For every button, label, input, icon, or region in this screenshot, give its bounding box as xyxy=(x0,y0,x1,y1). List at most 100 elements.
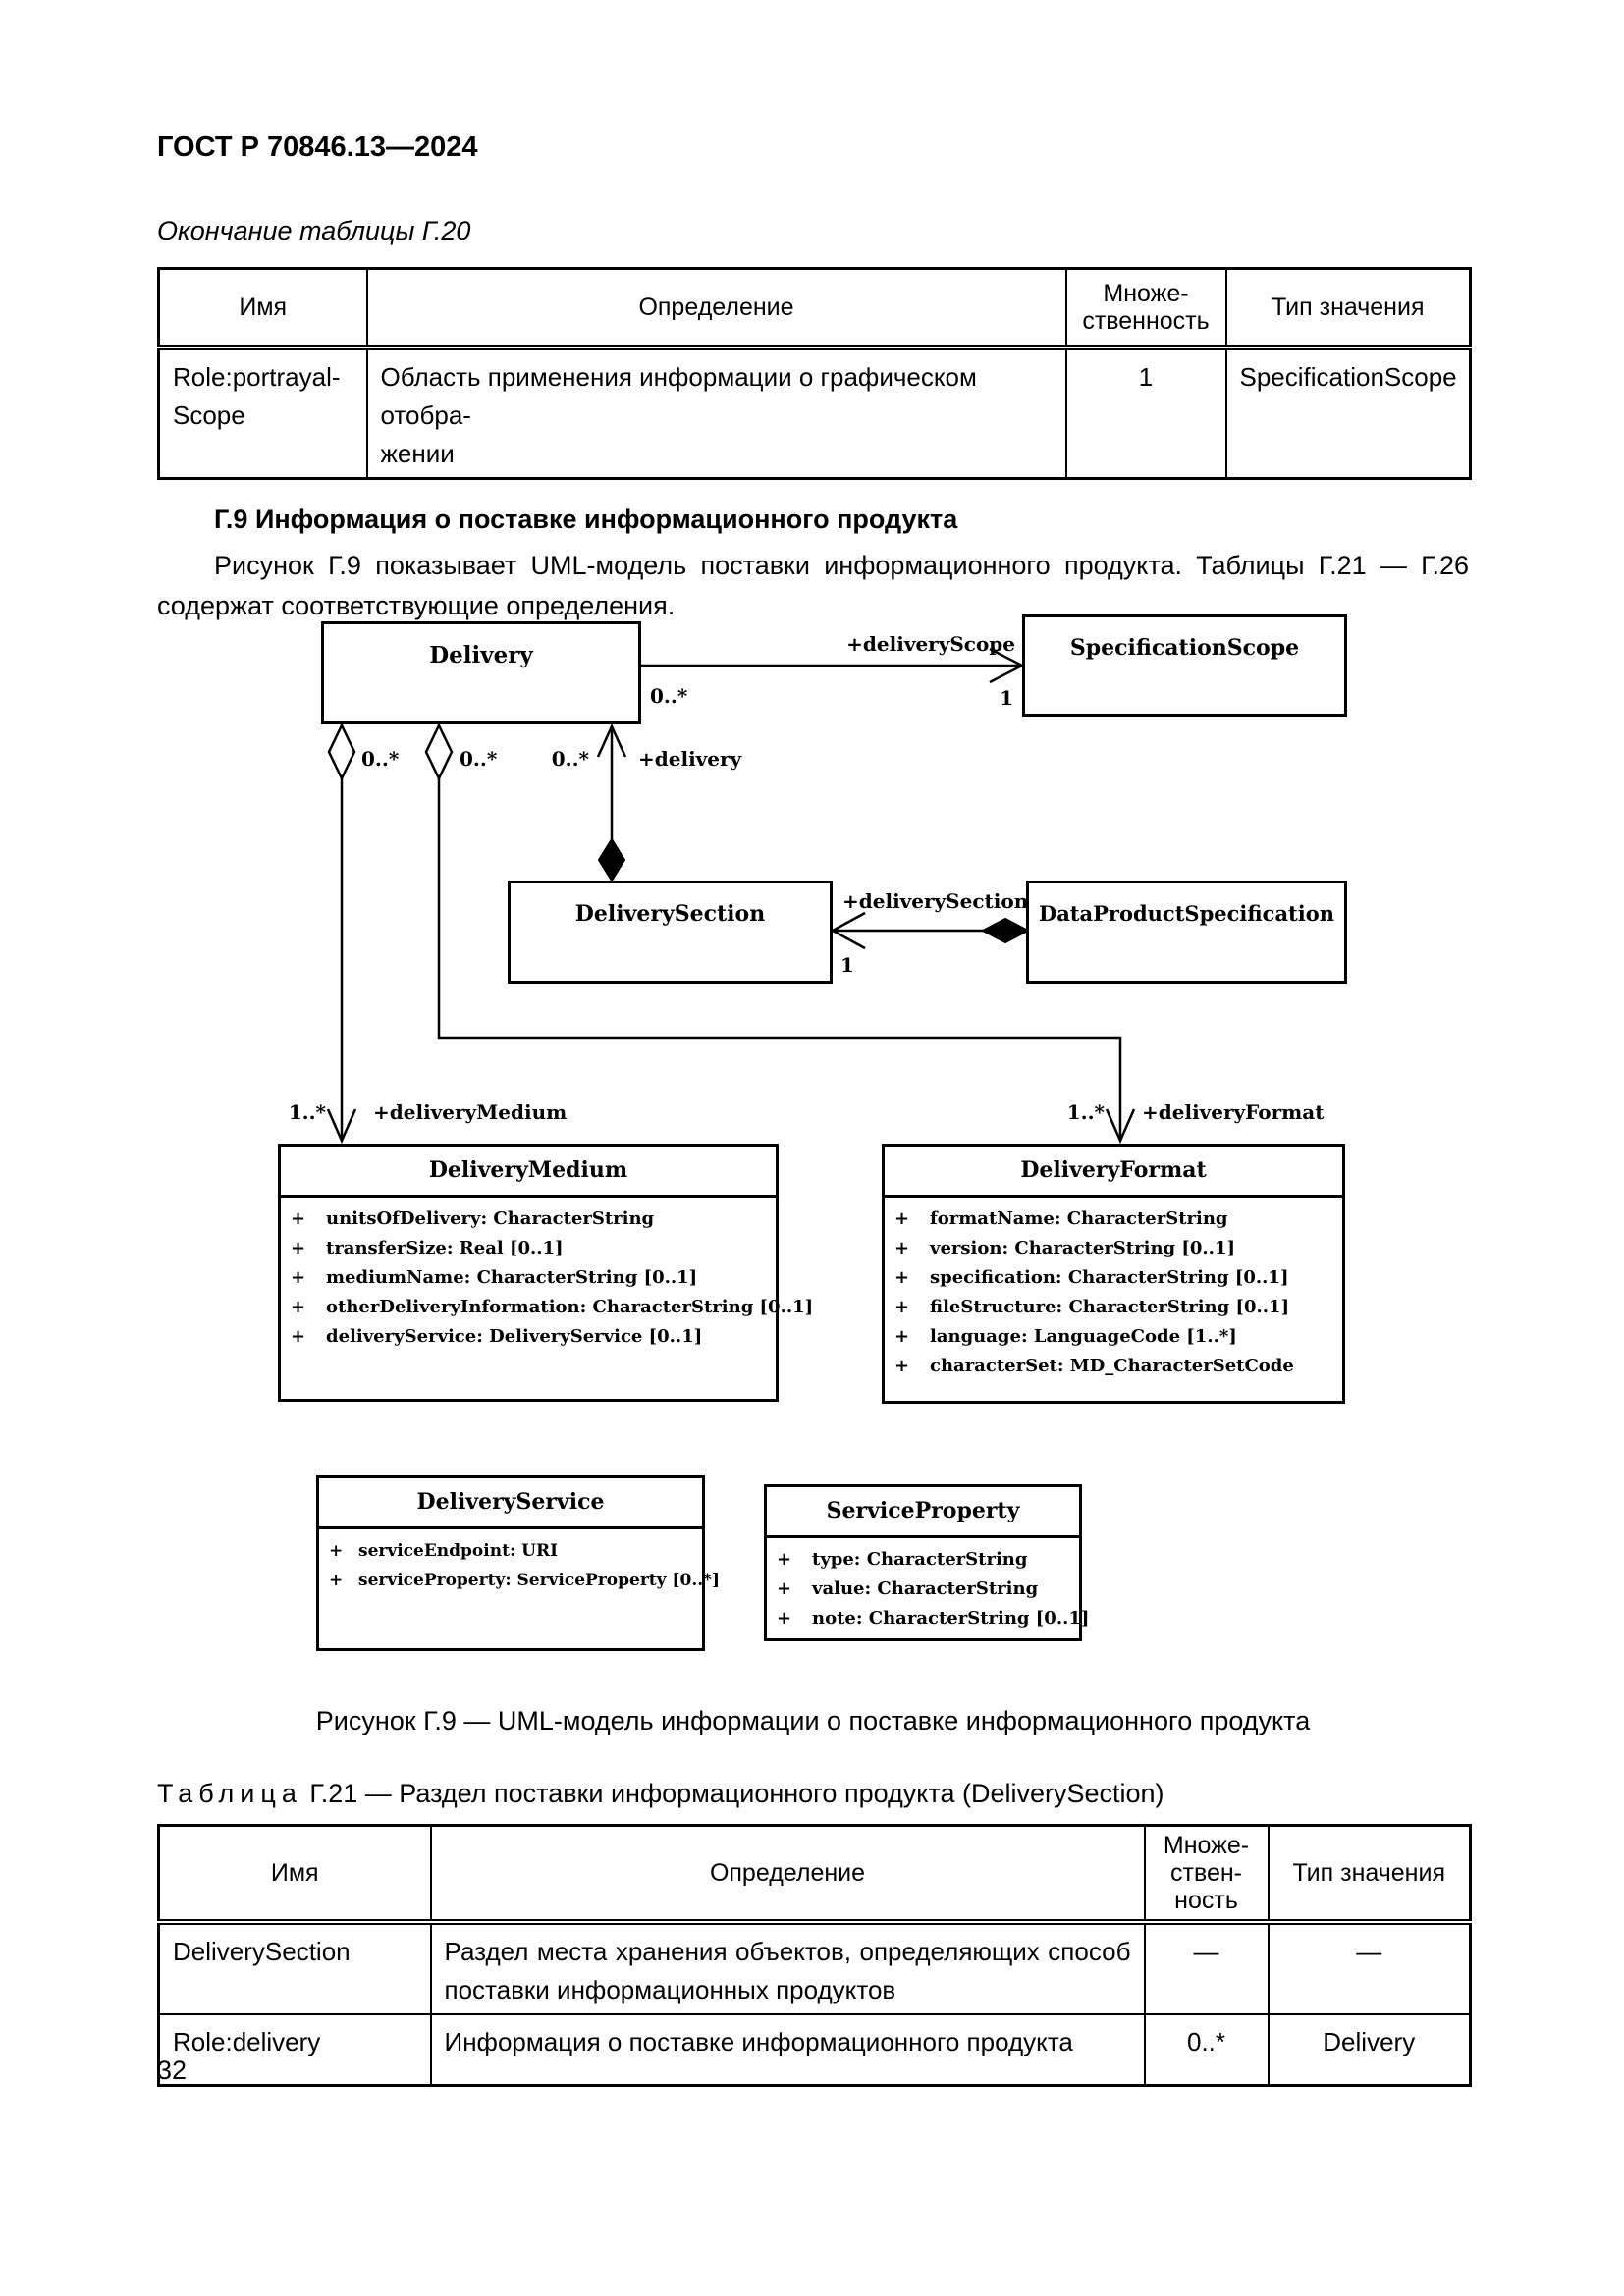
visibility-public: + xyxy=(777,1608,792,1629)
attribute-row: +transferSize: Real [0..1] xyxy=(291,1234,772,1263)
attribute-text: mediumName: CharacterString [0..1] xyxy=(326,1267,698,1288)
visibility-public: + xyxy=(329,1571,344,1590)
attribute-row: + note: CharacterString [0..1] xyxy=(777,1604,1089,1633)
attribute-row: +formatName: CharacterString xyxy=(894,1204,1338,1234)
table-row: DeliverySection Раздел места хранения об… xyxy=(157,1921,1472,2015)
visibility-public: + xyxy=(291,1267,306,1288)
attribute-row: + serviceEndpoint: URI xyxy=(329,1536,698,1566)
visibility-public: + xyxy=(291,1238,306,1258)
attribute-text: unitsOfDelivery: CharacterString xyxy=(326,1208,655,1229)
cell-multiplicity: 0..* xyxy=(1143,2013,1270,2087)
class-title: DataProductSpecification xyxy=(1038,901,1334,926)
class-deliveryformat: DeliveryFormat +formatName: CharacterStr… xyxy=(882,1144,1345,1404)
visibility-public: + xyxy=(894,1297,910,1317)
table-caption-number: Г.21 xyxy=(309,1779,358,1808)
visibility-public: + xyxy=(291,1326,306,1347)
cell-valuetype: SpecificationScope xyxy=(1224,347,1472,480)
label-deliverysection-mult: 1 xyxy=(840,953,854,977)
attribute-text: type: CharacterString xyxy=(812,1549,1028,1570)
col-header-definition: Определение xyxy=(365,267,1067,350)
attribute-text: language: LanguageCode [1..*] xyxy=(930,1326,1237,1347)
attribute-row: + characterSet: MD_CharacterSetCode xyxy=(894,1352,1338,1381)
col-header-definition: Определение xyxy=(429,1824,1146,1925)
visibility-public: + xyxy=(329,1541,344,1561)
attribute-row: +otherDeliveryInformation: CharacterStri… xyxy=(291,1293,813,1322)
cell-valuetype: — xyxy=(1267,1921,1472,2015)
attribute-text: note: CharacterString [0..1] xyxy=(812,1608,1090,1629)
class-title: ServiceProperty xyxy=(767,1487,1079,1538)
class-deliveryservice: DeliveryService + serviceEndpoint: URI + s… xyxy=(316,1475,720,1651)
cell-definition: Область применения информации о графичес… xyxy=(365,347,1067,480)
col-header-valuetype: Тип значения xyxy=(1267,1824,1472,1925)
attribute-text: otherDeliveryInformation: CharacterStrin… xyxy=(326,1297,814,1317)
class-specificationscope: SpecificationScope xyxy=(1022,614,1347,717)
attribute-row: +specification: CharacterString [0..1] xyxy=(894,1263,1338,1293)
open-diamond-icon xyxy=(424,722,454,781)
cell-valuetype: Delivery xyxy=(1267,2013,1472,2087)
visibility-public: + xyxy=(291,1208,306,1229)
table-g20-header-row: Имя Определение Множе- ственность Тип зн… xyxy=(157,267,1472,350)
attribute-text: serviceProperty: ServiceProperty [0..*] xyxy=(358,1571,721,1590)
label-medium-agg-mult: 0..* xyxy=(361,747,400,771)
open-arrow-icon xyxy=(989,647,1025,684)
attribute-row: + value: CharacterString xyxy=(777,1575,1075,1604)
cell-multiplicity: 1 xyxy=(1064,347,1227,480)
visibility-public: + xyxy=(777,1549,792,1570)
visibility-public: + xyxy=(894,1326,910,1347)
label-delivery-role-mult: 0..* xyxy=(552,747,590,771)
open-arrow-icon xyxy=(1105,1108,1136,1145)
visibility-public: + xyxy=(894,1267,910,1288)
label-deliverysection-role: +deliverySection xyxy=(842,889,1029,913)
open-arrow-icon xyxy=(326,1108,357,1145)
cell-name: DeliverySection xyxy=(157,1921,432,2015)
col-header-multiplicity: Множе- ствен- ность xyxy=(1143,1824,1270,1925)
class-delivery: Delivery xyxy=(321,621,641,724)
open-arrow-icon xyxy=(596,722,627,758)
filled-diamond-icon xyxy=(597,837,626,882)
label-deliveryscope-mult-tgt: 1 xyxy=(1000,686,1013,710)
class-attributes: + type: CharacterString + value: Character… xyxy=(767,1538,1089,1633)
label-deliveryscope-role: +deliveryScope xyxy=(846,632,1015,656)
col-header-name: Имя xyxy=(157,1824,432,1925)
attribute-text: characterSet: MD_CharacterSetCode xyxy=(930,1356,1294,1376)
class-title: DeliveryMedium xyxy=(281,1147,776,1198)
open-diamond-icon xyxy=(327,722,356,781)
filled-diamond-icon xyxy=(980,917,1031,944)
label-deliveryformat-mult: 1..* xyxy=(1067,1100,1106,1124)
attribute-text: value: CharacterString xyxy=(812,1578,1039,1599)
attribute-row: + language: LanguageCode [1..*] xyxy=(894,1322,1338,1352)
label-deliveryscope-mult-src: 0..* xyxy=(650,684,688,708)
class-dataproductspecification: DataProductSpecification xyxy=(1026,881,1347,984)
attribute-text: fileStructure: CharacterString [0..1] xyxy=(930,1297,1290,1317)
document-code: ГОСТ Р 70846.13—2024 xyxy=(157,132,478,163)
class-title: SpecificationScope xyxy=(1069,635,1300,661)
class-deliverysection: DeliverySection xyxy=(508,881,833,984)
label-deliveryformat-role: +deliveryFormat xyxy=(1142,1100,1325,1124)
visibility-public: + xyxy=(777,1578,792,1599)
cell-definition: Раздел места хранения объектов, определя… xyxy=(429,1921,1146,2015)
class-attributes: + unitsOfDelivery: CharacterString +trans… xyxy=(281,1198,813,1352)
class-attributes: +formatName: CharacterString +version: C… xyxy=(885,1198,1342,1381)
label-delivery-role: +delivery xyxy=(638,747,743,771)
section-heading: Г.9 Информация о поставке информационног… xyxy=(214,505,958,534)
cell-definition: Информация о поставке информационного пр… xyxy=(429,2013,1146,2087)
class-title: Delivery xyxy=(429,642,533,668)
attribute-row: + unitsOfDelivery: CharacterString xyxy=(291,1204,772,1234)
table-g20: Имя Определение Множе- ственность Тип зн… xyxy=(157,267,1472,480)
page-number: 32 xyxy=(157,2056,188,2085)
visibility-public: + xyxy=(894,1356,910,1376)
attribute-text: version: CharacterString [0..1] xyxy=(930,1238,1235,1258)
figure-caption: Рисунок Г.9 — UML-модель информации о по… xyxy=(315,1706,1311,1735)
col-header-valuetype: Тип значения xyxy=(1224,267,1472,350)
table-g21: Имя Определение Множе- ствен- ность Тип … xyxy=(157,1824,1472,2087)
label-deliverymedium-role: +deliveryMedium xyxy=(373,1100,567,1124)
attribute-row: +version: CharacterString [0..1] xyxy=(894,1234,1338,1263)
table-g21-caption: Таблица Г.21 — Раздел поставки информаци… xyxy=(157,1779,1164,1809)
table-caption-title: — Раздел поставки информационного продук… xyxy=(364,1779,1164,1808)
table-row: Role:portrayal- Scope Область применения… xyxy=(157,347,1472,480)
table-row: Role:delivery Информация о поставке инфо… xyxy=(157,2013,1472,2087)
label-deliverymedium-mult: 1..* xyxy=(289,1100,327,1124)
class-title: DeliveryService xyxy=(319,1478,702,1529)
attribute-text: serviceEndpoint: URI xyxy=(358,1541,559,1561)
attribute-row: + mediumName: CharacterString [0..1] xyxy=(291,1263,772,1293)
